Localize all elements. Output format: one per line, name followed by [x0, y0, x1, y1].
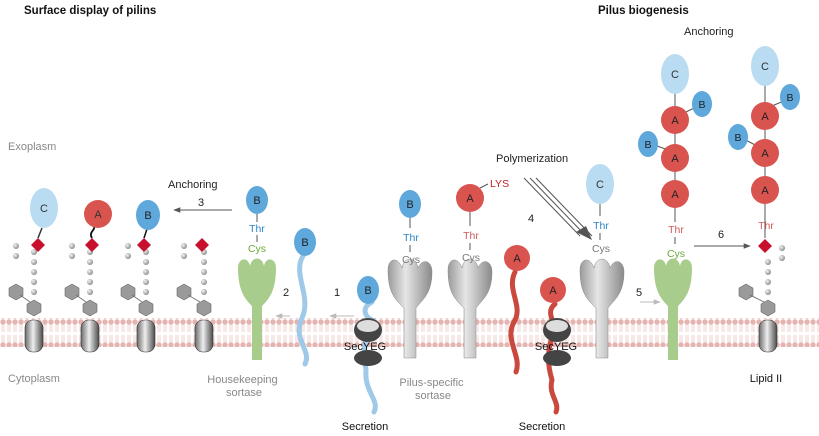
- cys-residue: Cys: [592, 243, 610, 255]
- lipid-ii-anchor-1: [8, 227, 45, 353]
- displayed-pilin-a: A: [84, 200, 112, 228]
- housekeeping-sortase: [238, 258, 276, 360]
- pilus-specific-sortase-2: [447, 258, 493, 359]
- secretion-label-right: Secretion: [519, 421, 565, 433]
- secyeg-left: B SecYEG: [344, 276, 386, 415]
- housekeeping-sortase-pilus: [654, 258, 692, 360]
- cys-residue: Cys: [248, 243, 266, 255]
- anchoring-label-right: Anchoring: [684, 26, 734, 38]
- lys-residue: LYS: [490, 178, 509, 190]
- pilus-specific-sortase-1: [387, 258, 433, 359]
- lipid-ii-anchor-4: [176, 238, 214, 353]
- pilin-a-label: A: [671, 189, 679, 201]
- pilin-b-label: B: [253, 195, 260, 207]
- pilin-b-label: B: [786, 92, 793, 104]
- lipid-ii-anchor-2: [64, 225, 100, 353]
- pilin-c-label: C: [761, 61, 769, 73]
- pilus-specific-sortase-label: Pilus-specific sortase: [399, 377, 466, 402]
- pilin-b-sortase-2: B Thr Cys: [399, 190, 421, 266]
- thr-residue: Thr: [593, 220, 609, 232]
- polymerization-label: Polymerization: [496, 153, 568, 165]
- pilin-a-label: A: [761, 185, 769, 197]
- pilin-b-membrane: B: [294, 228, 316, 367]
- step-5-number: 5: [636, 287, 642, 299]
- step-4-arrow: [523, 177, 593, 240]
- step-6-number: 6: [718, 229, 724, 241]
- thr-residue: Thr: [249, 223, 265, 235]
- thr-residue: Thr: [403, 232, 419, 244]
- pilin-b-sortase-bound: B Thr Cys: [246, 186, 268, 255]
- heading-pilus-biogenesis: Pilus biogenesis: [598, 5, 689, 17]
- secyeg-label-left: SecYEG: [344, 341, 386, 353]
- pilin-b-label: B: [644, 139, 651, 151]
- exoplasm-label: Exoplasm: [8, 141, 56, 153]
- pilin-a-membrane: A: [504, 245, 530, 375]
- pilin-a-label: A: [549, 285, 557, 297]
- cytoplasm-label: Cytoplasm: [8, 373, 60, 385]
- anchoring-label-left: Anchoring: [168, 179, 218, 191]
- thr-residue: Thr: [668, 224, 684, 236]
- pilus-polymer-anchored: C B A B A A Thr: [728, 46, 800, 238]
- pilin-b-label: B: [364, 285, 371, 297]
- pilin-c-label: C: [40, 203, 48, 215]
- cys-residue: Cys: [402, 254, 420, 266]
- thr-residue: Thr: [463, 230, 479, 242]
- step-2-number: 2: [283, 287, 289, 299]
- pilin-c-label: C: [596, 179, 604, 191]
- cys-residue: Cys: [462, 252, 480, 264]
- secretion-label-left: Secretion: [342, 421, 388, 433]
- housekeeping-sortase-label: Housekeeping sortase: [207, 374, 280, 399]
- pilin-b-label: B: [406, 199, 413, 211]
- pilin-c-sortase-bound: C Thr Cys: [586, 164, 614, 255]
- pilin-a-label: A: [761, 148, 769, 160]
- heading-surface-display: Surface display of pilins: [24, 5, 156, 17]
- secyeg-label-right: SecYEG: [535, 341, 577, 353]
- displayed-pilin-b: B: [136, 200, 160, 230]
- lipid-ii-anchor-3: [120, 228, 156, 353]
- pilin-a-label: A: [94, 209, 102, 221]
- pilin-a-sortase-bound: A LYS Thr Cys: [456, 178, 509, 264]
- pilin-b-label: B: [301, 237, 308, 249]
- lipid-ii-label: Lipid II: [750, 373, 782, 385]
- pilin-a-label: A: [761, 111, 769, 123]
- lipid-ii-anchor-5: [738, 239, 785, 353]
- pilin-b-label: B: [144, 210, 151, 222]
- pilin-a-label: A: [671, 115, 679, 127]
- step-4-number: 4: [528, 213, 534, 225]
- step-3-number: 3: [198, 197, 204, 209]
- pilin-a-label: A: [513, 253, 521, 265]
- pilin-b-label: B: [734, 132, 741, 144]
- step-1-number: 1: [334, 287, 340, 299]
- cys-residue: Cys: [667, 248, 685, 260]
- pilin-c-label: C: [671, 69, 679, 81]
- displayed-pilin-c: C: [30, 188, 58, 228]
- pilin-b-label: B: [698, 99, 705, 111]
- pilus-polymer-middle: C B A B A A Thr Cys: [638, 54, 712, 260]
- pilus-specific-sortase-3: [579, 258, 625, 359]
- lipid-ii-anchors: [8, 225, 785, 353]
- pilin-a-label: A: [671, 153, 679, 165]
- pilin-a-label: A: [466, 193, 474, 205]
- secyeg-right: A SecYEG: [535, 277, 577, 415]
- thr-residue: Thr: [758, 220, 774, 232]
